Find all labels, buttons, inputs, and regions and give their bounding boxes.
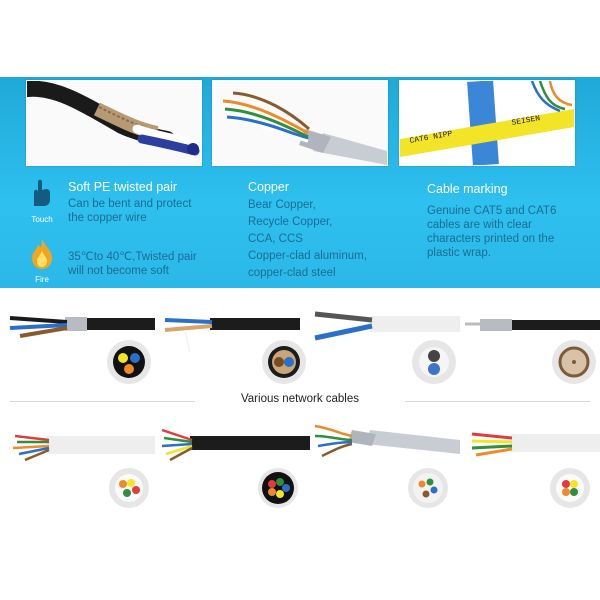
cable-sample-multicore-white [5, 412, 155, 510]
feature-title-copper: Copper [248, 180, 289, 194]
feature-text-twisted-pair: Can be bent and protect the copper wire [68, 198, 192, 224]
separator-right [405, 401, 590, 402]
cable-sample-shielded-multicore [310, 412, 460, 510]
touch-label: Touch [31, 215, 53, 224]
cable-marking-photo: CAT6 NIPP SEISEN [399, 80, 575, 166]
copper-cable-photo [212, 80, 388, 166]
feature-text-temperature: 35℃to 40℃,Twisted pair will not become s… [68, 251, 197, 277]
twisted-pair-photo [26, 80, 202, 166]
cable-sample-coaxial [460, 292, 600, 390]
cable-sample-multicore-black [160, 412, 310, 510]
cable-sample-2core-black [160, 292, 310, 390]
feature-text-cable-marking: Genuine CAT5 and CAT6 cables are with cl… [427, 205, 557, 259]
touch-hand-icon [28, 178, 54, 208]
fire-label: Fire [35, 275, 49, 284]
cable-sample-shielded-3core [5, 292, 155, 390]
cables-caption: Various network cables [240, 393, 360, 405]
feature-text-copper: Bear Copper, Recycle Copper, CCA, CCS Co… [248, 199, 367, 279]
cable-sample-4core-white [460, 412, 600, 510]
cable-sample-2core-white [310, 292, 460, 390]
feature-title-twisted-pair: Soft PE twisted pair [68, 180, 178, 194]
feature-title-cable-marking: Cable marking [427, 182, 508, 196]
separator-left [10, 401, 195, 402]
fire-icon [30, 238, 54, 270]
